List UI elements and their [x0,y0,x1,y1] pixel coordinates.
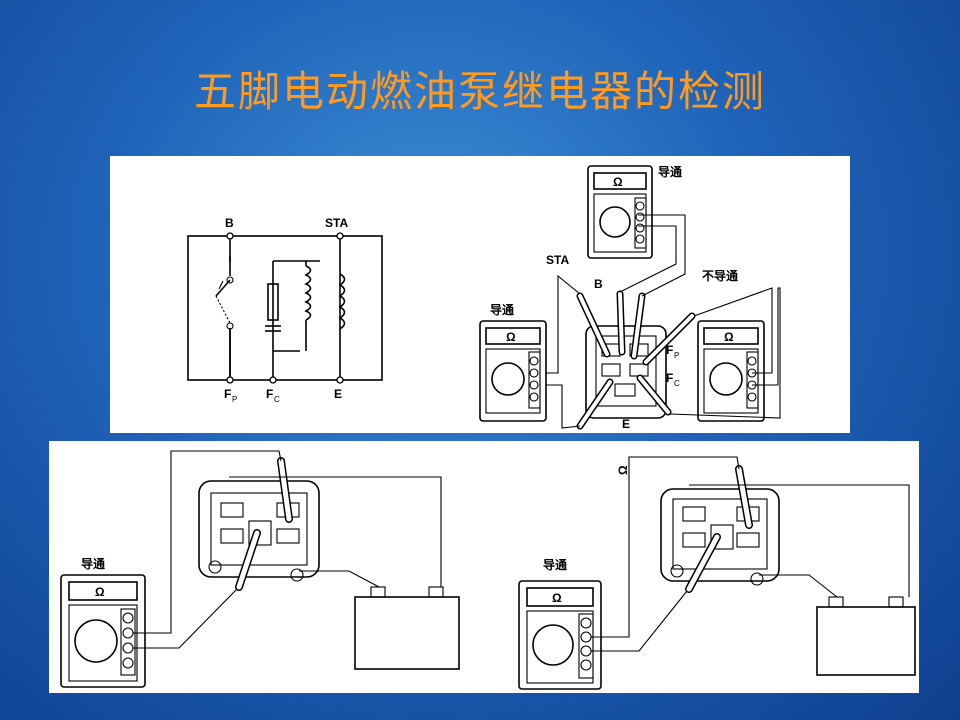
ohm-symbol: Ω [95,585,105,599]
top-diagram: B STA F P F C E Ω 导通 Ω 导通 Ω [187,164,781,431]
schematic-b-label: B [225,216,234,230]
relay-sta-label: STA [546,253,569,267]
right-test-side-mark: Ω [616,465,630,475]
ohm-symbol: Ω [506,330,516,344]
right-test-meter-label: 导通 [543,557,567,572]
slide-title: 五脚电动燃油泵继电器的检测 [193,67,766,116]
left-test-meter-label: 导通 [81,556,105,571]
left-test-setup: Ω 导通 [60,450,460,688]
top-diagram-panel: B STA F P F C E Ω 导通 Ω 导通 Ω [110,156,850,433]
relay-e-label: E [622,417,630,431]
relay-b-label: B [594,277,603,291]
top-meter-label: 导通 [658,164,682,179]
relay-fc-sub: C [674,379,680,388]
ohm-symbol: Ω [613,175,623,189]
relay-fp-label: F [666,343,673,357]
relay-fp-sub: P [674,351,679,360]
schematic-fc-label: F [266,387,273,401]
right-meter-label: 不导通 [702,268,738,283]
relay-fc-label: F [666,371,673,385]
left-ohmmeter: Ω 导通 [479,302,547,422]
schematic-fc-sub: C [274,395,280,404]
schematic-e-label: E [334,387,342,401]
schematic-fp-sub: P [232,395,237,404]
ohm-symbol: Ω [552,591,562,605]
right-test-setup: Ω 导通 Ω [518,456,916,690]
relay-with-probes: STA B F P F C E [546,214,781,431]
right-ohmmeter: Ω 不导通 [697,268,765,422]
bottom-diagram: Ω 导通 Ω [60,450,916,690]
left-meter-label: 导通 [490,302,514,317]
ohm-symbol: Ω [724,330,734,344]
schematic-fp-label: F [224,387,231,401]
relay-schematic: B STA F P F C E [187,216,383,404]
top-ohmmeter: Ω 导通 [587,164,682,259]
schematic-sta-label: STA [325,216,348,230]
bottom-diagram-panel: Ω 导通 Ω [49,441,919,693]
